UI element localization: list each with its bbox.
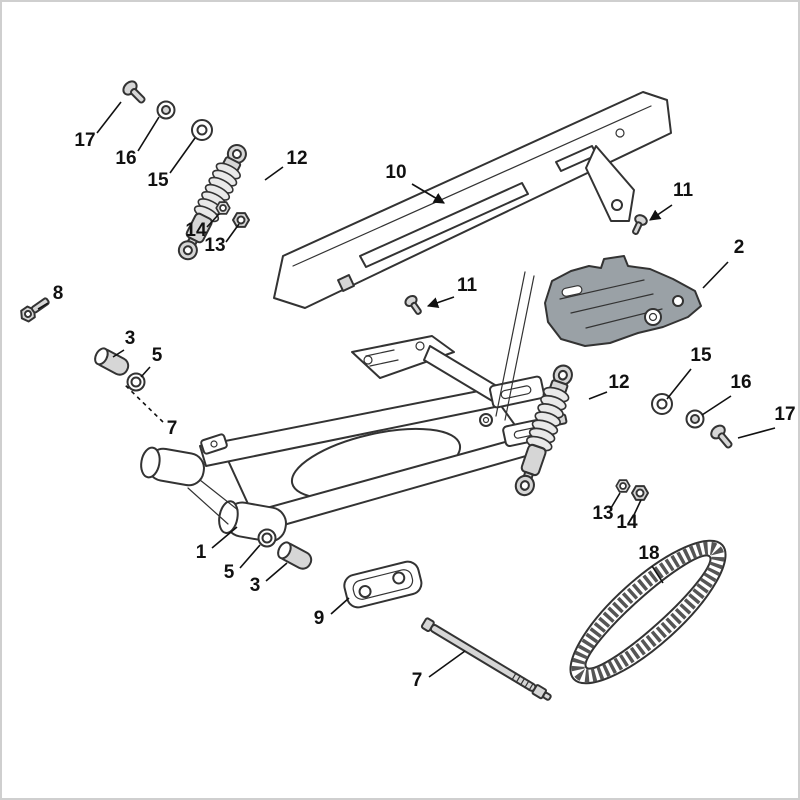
leader-line-3 [265,562,288,582]
gusset-hole-1 [363,355,373,365]
chain-inner [584,554,712,670]
bushing-3-upper [91,345,133,379]
bracket-hole-inner [648,312,658,322]
callout-16: 16 [115,148,136,169]
axle-plate-upper [489,375,545,409]
callout-13: 13 [592,503,613,524]
leader-line-2 [702,261,729,289]
leader-line-17 [737,427,776,439]
pivot-link-line-2 [187,487,229,525]
callout-10: 10 [385,162,406,183]
bracket-hole-small [672,295,684,307]
chain-outer [569,539,727,685]
callout-5: 5 [224,562,235,583]
callout-3: 3 [250,575,261,596]
callout-3: 3 [125,328,136,349]
callout-18: 18 [638,543,659,564]
mount-arm-hole [611,199,623,211]
nut-13-left [232,212,250,228]
chain-guard-hole [615,128,625,138]
gusset-hole-2 [415,341,425,351]
callout-17: 17 [74,130,95,151]
leader-line-15 [666,368,692,400]
callout-13: 13 [204,235,225,256]
nut-14-left [215,201,231,215]
leader-line-15 [169,137,196,174]
leader-line-18 [651,565,664,584]
leader-line-13 [225,223,240,243]
leader-line-12 [264,166,284,181]
washer-16-left [156,100,176,120]
callout-7: 7 [412,670,423,691]
bolt-17-right [707,421,737,453]
leader-line-3 [112,349,125,358]
callout-7: 7 [167,418,178,439]
leader-line-1 [211,526,238,549]
leader-line-13 [610,492,621,509]
leader-line-16 [701,395,732,416]
leader-line-16 [137,116,160,152]
leader-line-14 [206,213,220,228]
callout-8: 8 [53,283,64,304]
leader-line-5 [239,544,261,569]
callout-12: 12 [286,148,307,169]
shock-mount-axis-lines [495,271,535,421]
leader-line-12 [588,391,608,400]
chain-slider [343,560,423,609]
bolt-17-left [119,77,150,108]
callout-15: 15 [147,170,169,191]
gusset-lines [365,349,399,367]
callout-1: 1 [196,542,207,563]
chain-guard-ridge [292,105,652,267]
guard-mount-tab [200,433,228,455]
leader-line-5 [140,366,151,378]
callout-14: 14 [616,512,638,533]
callout-2: 2 [734,237,745,258]
nut-13-right [615,479,631,493]
ring-5-lower [257,528,277,548]
bolt-11-left [402,292,426,318]
shock-lower-mount-inner [482,416,490,424]
chain-guard-slot [359,182,529,268]
tab-hole [210,440,218,448]
callout-15: 15 [690,345,712,366]
nut-14-right [631,485,649,501]
leader-line-17 [96,101,122,134]
guard-clip [337,274,355,292]
swingarm [140,271,568,543]
leader-line-9 [330,597,350,615]
axle-shaft [420,617,552,701]
leader-line-11 [649,204,673,221]
washer-16-right [685,409,705,429]
bushing-3-lower [274,539,316,573]
bolt-8 [17,293,53,325]
callout-16: 16 [730,372,751,393]
bolt-11-right [628,212,650,238]
callout-14: 14 [185,220,207,241]
leader-line-7 [428,650,466,678]
pivot-tube-upper [140,446,205,487]
bracket-slot [561,285,583,297]
leader-line-14 [632,499,642,518]
callout-12: 12 [608,372,629,393]
washer-15-left [191,119,213,141]
shock-mount-gusset [351,335,455,379]
shock-lower-mount-hole [479,413,493,427]
callout-11: 11 [673,180,694,201]
leader-line-11 [426,296,455,308]
callout-9: 9 [314,608,325,629]
leader-line-10 [411,183,445,204]
guard-bracket [544,255,702,347]
callout-17: 17 [774,404,795,425]
leader-line-7 [123,383,164,423]
pivot-link-line-1 [199,479,239,511]
callout-5: 5 [152,345,163,366]
callout-11: 11 [457,275,478,296]
chain-guard [273,91,672,309]
leader-line-8 [37,302,49,310]
